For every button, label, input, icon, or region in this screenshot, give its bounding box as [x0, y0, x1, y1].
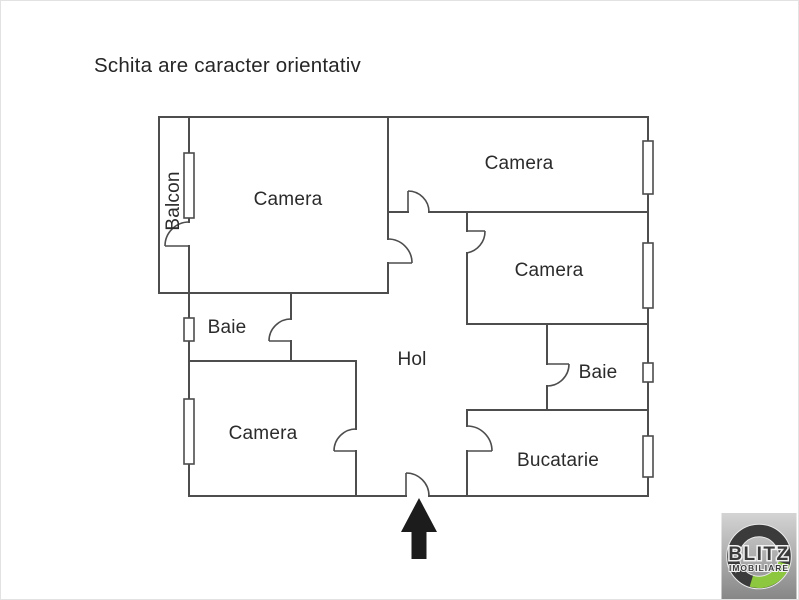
door-arc-camera-top-left: [387, 238, 413, 264]
window-camera-top-right: [642, 140, 654, 195]
windows: [183, 140, 654, 478]
door-arc-camera-middle-right: [466, 230, 486, 254]
window-camera-bottom-left: [183, 398, 195, 465]
agency-logo: BLITZ IMOBILIARE: [721, 513, 797, 599]
room-label-camera-top-left: Camera: [254, 189, 323, 210]
room-label-camera-bottom-left: Camera: [229, 423, 298, 444]
door-arc-entrance: [405, 472, 430, 497]
entrance-arrow-head: [401, 498, 437, 532]
door-arc-camera-top-right: [407, 190, 430, 213]
door-arc-camera-bottom-left: [333, 428, 357, 452]
room-label-camera-top-right: Camera: [485, 153, 554, 174]
room-label-baie-right: Baie: [579, 362, 618, 383]
window-bucatarie: [642, 435, 654, 478]
logo-ring-accent: [749, 561, 790, 589]
room-label-camera-middle-right: Camera: [515, 260, 584, 281]
room-label-bucatarie: Bucatarie: [517, 450, 599, 471]
window-baie-right: [642, 362, 654, 383]
room-label-baie-left: Baie: [208, 317, 247, 338]
disclaimer-title: Schita are caracter orientativ: [94, 54, 361, 77]
room-label-hol: Hol: [397, 349, 426, 370]
room-labels: Balcon Camera Camera Camera Baie Hol Bai…: [163, 153, 617, 471]
doors: [164, 190, 570, 497]
door-arc-balcon: [164, 221, 190, 247]
window-baie-left: [183, 317, 195, 342]
logo-brand-text: BLITZ: [728, 544, 789, 565]
logo-tagline-text: IMOBILIARE: [729, 563, 789, 573]
logo-ring-outline-outer: [726, 523, 792, 590]
door-arc-bucatarie: [466, 425, 493, 452]
door-arc-baie-left: [268, 318, 292, 342]
window-camera-middle-right: [642, 242, 654, 309]
logo-ring-outline-inner: [738, 536, 780, 577]
room-label-balcon: Balcon: [163, 171, 184, 230]
entrance-arrow-shaft: [411, 532, 427, 559]
door-arc-baie-right: [546, 363, 570, 387]
window-balcon: [183, 152, 195, 219]
entrance-arrow-icon: [401, 498, 437, 559]
